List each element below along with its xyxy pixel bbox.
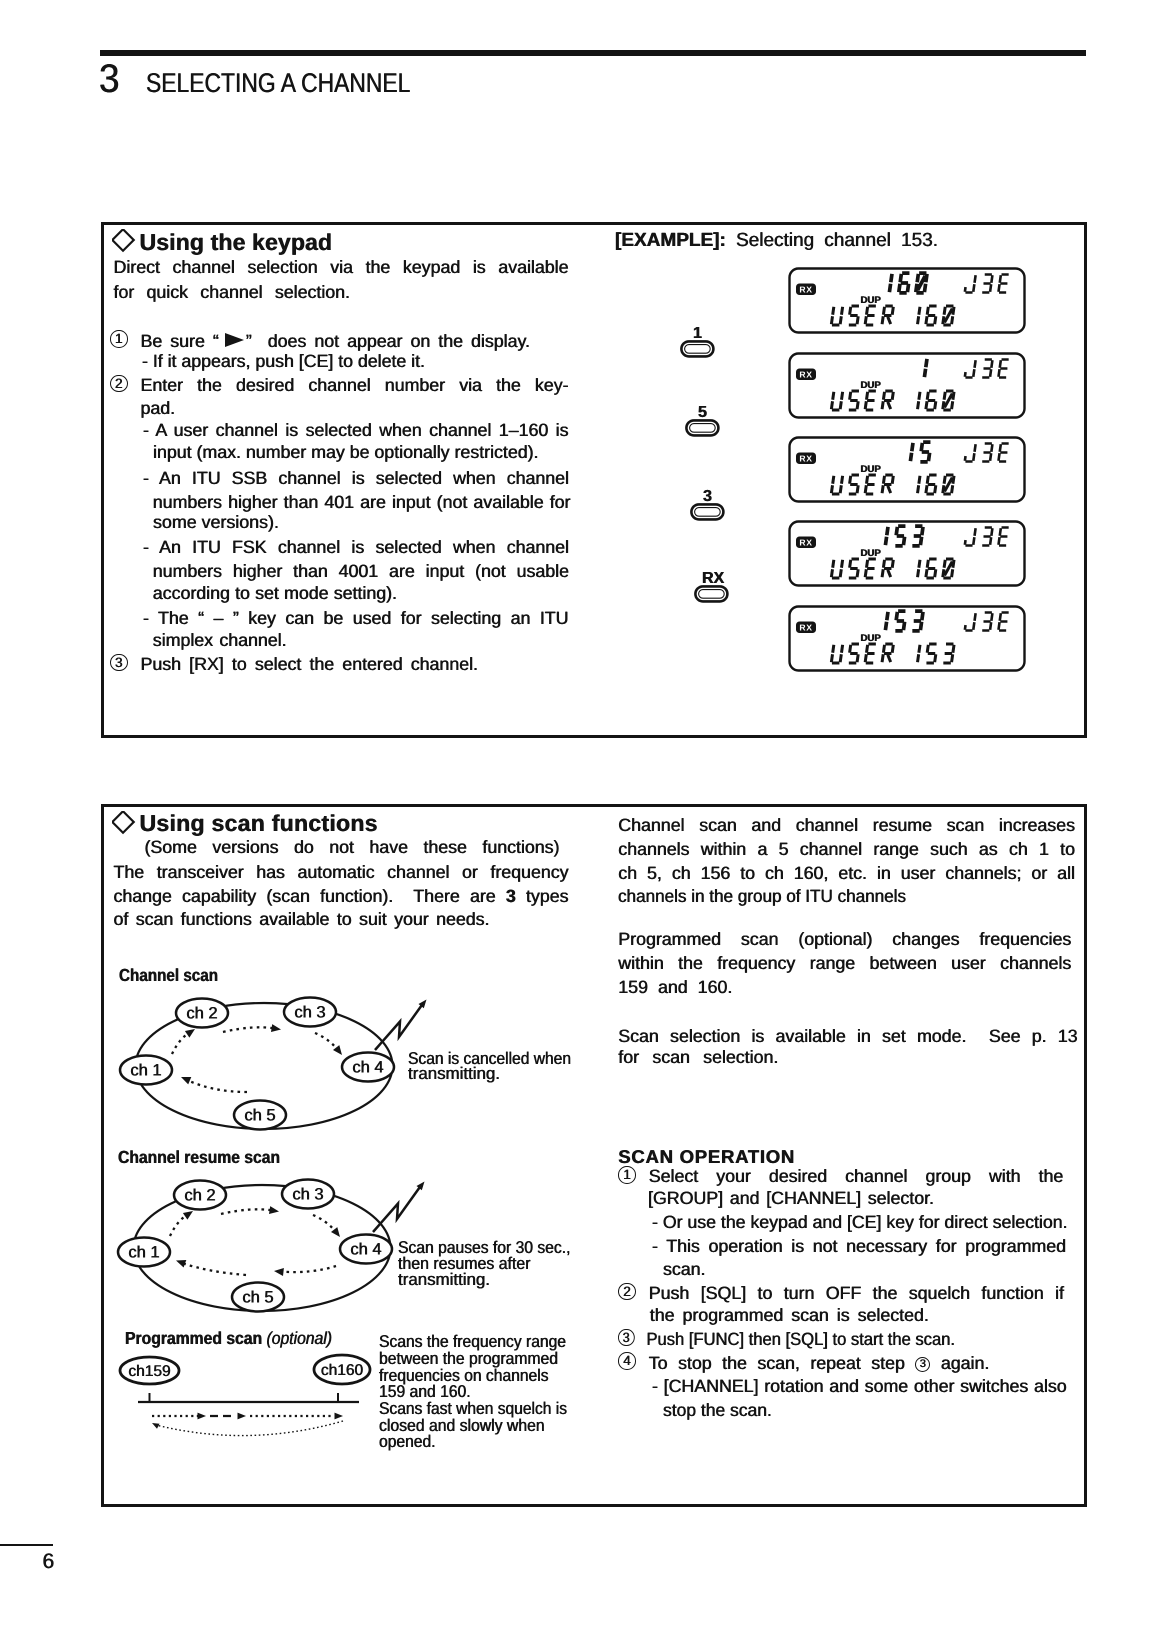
- svg-text:DUP: DUP: [861, 548, 882, 559]
- svg-text:ch 3: ch 3: [292, 1186, 323, 1204]
- svg-text:RX: RX: [799, 538, 812, 548]
- svg-text:ch 1: ch 1: [130, 1062, 161, 1080]
- svg-text:RX: RX: [799, 285, 812, 295]
- svg-text:ch 2: ch 2: [184, 1187, 215, 1205]
- svg-text:ch 4: ch 4: [350, 1241, 381, 1259]
- svg-text:DUP: DUP: [861, 633, 882, 644]
- svg-text:ch 5: ch 5: [244, 1107, 275, 1125]
- svg-text:ch 4: ch 4: [352, 1059, 383, 1077]
- svg-text:ch 2: ch 2: [186, 1005, 217, 1023]
- svg-text:DUP: DUP: [861, 295, 882, 306]
- svg-text:ch 3: ch 3: [294, 1004, 325, 1022]
- svg-text:ch159: ch159: [128, 1363, 170, 1380]
- svg-text:DUP: DUP: [861, 464, 882, 475]
- svg-text:ch 5: ch 5: [242, 1289, 273, 1307]
- svg-text:RX: RX: [799, 454, 812, 464]
- svg-text:RX: RX: [799, 623, 812, 633]
- svg-text:ch160: ch160: [321, 1362, 364, 1379]
- svg-text:ch 1: ch 1: [128, 1244, 159, 1262]
- svg-text:DUP: DUP: [861, 380, 882, 391]
- svg-text:RX: RX: [799, 370, 812, 380]
